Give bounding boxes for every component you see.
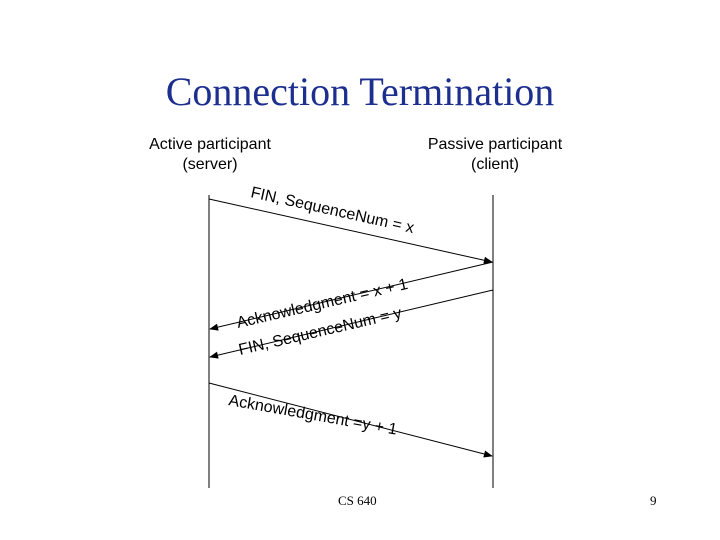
active-participant-label: Active participant (server) [130, 135, 290, 175]
passive-participant-label: Passive participant (client) [405, 135, 585, 175]
active-participant-role: (server) [182, 156, 238, 173]
message-arrow-ack-x [209, 261, 494, 331]
message-label-ack-y: Acknowledgment =y + 1 [227, 392, 398, 438]
passive-participant-name: Passive participant [427, 136, 563, 153]
course-footer: CS 640 [338, 493, 377, 508]
passive-participant-role: (client) [470, 156, 519, 173]
message-arrow-fin-x [208, 198, 493, 264]
slide-title: Connection Termination [165, 69, 555, 114]
message-label-fin-x: FIN, SequenceNum = x [249, 184, 415, 237]
page-number: 9 [650, 493, 657, 508]
message-arrow-ack-y [208, 382, 493, 458]
active-participant-name: Active participant [149, 136, 271, 153]
message-arrow-fin-y [209, 289, 494, 359]
